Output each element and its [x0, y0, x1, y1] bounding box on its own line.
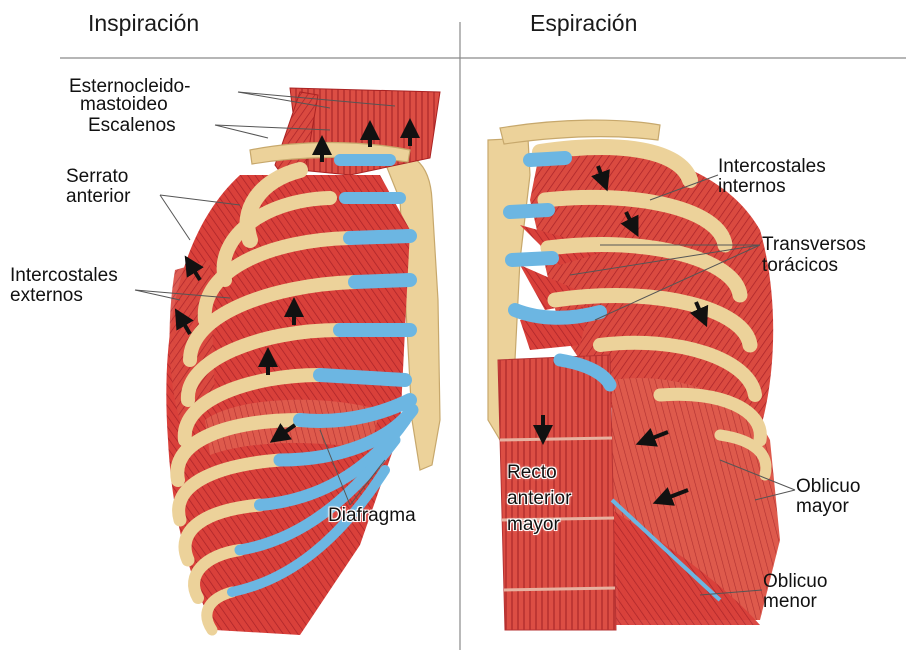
label-recto-2: anterior [507, 489, 571, 508]
label-serrato-2: anterior [66, 187, 130, 206]
label-oblicuo-menor-1: Oblicuo [763, 572, 827, 591]
label-recto-1: Recto [507, 463, 557, 482]
inspiration-heading: Inspiración [88, 10, 199, 37]
label-intercostales-ext-1: Intercostales [10, 266, 118, 285]
label-oblicuo-mayor-2: mayor [796, 497, 849, 516]
label-mastoideo: mastoideo [80, 95, 168, 114]
label-oblicuo-menor-2: menor [763, 592, 817, 611]
label-oblicuo-mayor-1: Oblicuo [796, 477, 860, 496]
label-recto-3: mayor [507, 515, 560, 534]
label-escalenos: Escalenos [88, 116, 176, 135]
label-diafragma: Diafragma [328, 506, 416, 525]
label-intercostales-int-1: Intercostales [718, 157, 826, 176]
label-intercostales-ext-2: externos [10, 286, 83, 305]
label-transversos-2: torácicos [762, 256, 838, 275]
label-transversos-1: Transversos [762, 235, 866, 254]
expiration-heading: Espiración [530, 10, 637, 37]
label-serrato-1: Serrato [66, 167, 128, 186]
label-intercostales-int-2: internos [718, 177, 786, 196]
